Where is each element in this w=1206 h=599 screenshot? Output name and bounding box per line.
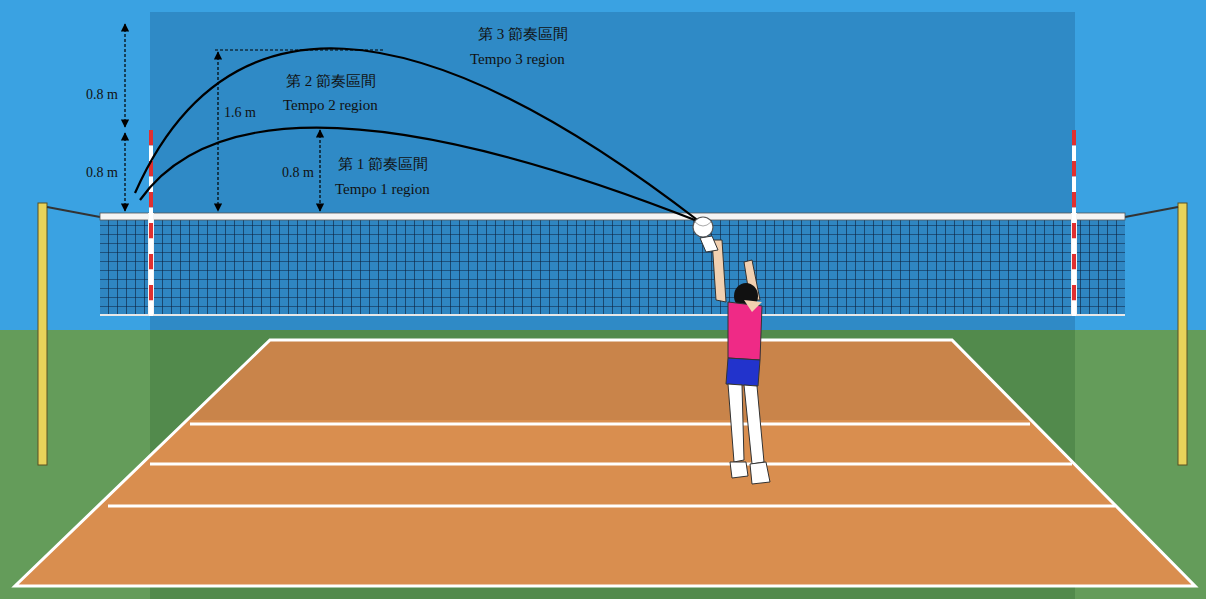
- player: [700, 236, 770, 484]
- antenna-stripe: [149, 208, 153, 224]
- antenna-stripe: [1072, 254, 1076, 270]
- region-label: Tempo 2 region: [283, 96, 378, 114]
- antenna-stripe: [1072, 161, 1076, 177]
- region-label: 第 3 節奏區間: [478, 25, 568, 43]
- antenna-stripe: [1072, 223, 1076, 239]
- antenna-stripe: [149, 254, 153, 270]
- peak-line: [215, 50, 385, 51]
- tempo-3-trajectory: [135, 48, 700, 222]
- net-cable: [1125, 207, 1178, 217]
- ball: [693, 217, 713, 237]
- antenna-stripe: [1072, 239, 1076, 255]
- sky: [0, 0, 1206, 330]
- side-band: [1071, 213, 1077, 315]
- antenna-stripe: [1072, 192, 1076, 208]
- net-band: [100, 213, 1125, 220]
- court-lines: [15, 340, 1195, 586]
- antenna-stripe: [1072, 301, 1076, 317]
- region-label: 第 2 節奏區間: [286, 72, 376, 90]
- net-post: [1178, 203, 1187, 465]
- net-post: [38, 203, 47, 465]
- ball-seam: [695, 222, 711, 226]
- antenna-stripe: [1072, 285, 1076, 301]
- antenna-stripe: [1072, 208, 1076, 224]
- dimension-label: 1.6 m: [224, 104, 256, 122]
- antenna-stripe: [149, 285, 153, 301]
- dimension-label: 0.8 m: [282, 164, 314, 182]
- antenna-stripe: [1072, 177, 1076, 193]
- antenna-stripe: [149, 192, 153, 208]
- antenna-stripe: [149, 130, 153, 146]
- net-mesh: [100, 220, 1125, 315]
- floor: [0, 330, 1206, 599]
- dimension-arrows: [125, 24, 320, 211]
- dimension-label: 0.8 m: [86, 164, 118, 182]
- region-label: Tempo 1 region: [335, 180, 430, 198]
- antenna-stripe: [149, 223, 153, 239]
- tempo-2-trajectory: [140, 128, 700, 222]
- antenna-stripe: [149, 239, 153, 255]
- antenna-stripe: [1072, 146, 1076, 162]
- antenna-stripe: [149, 301, 153, 317]
- region-label: Tempo 3 region: [470, 50, 565, 68]
- net-cable: [47, 207, 100, 217]
- court-front-zone: [190, 340, 1030, 420]
- antenna-stripe: [1072, 130, 1076, 146]
- antenna-stripe: [1072, 270, 1076, 286]
- net-bottom: [100, 314, 1125, 316]
- region-label: 第 1 節奏區間: [338, 155, 428, 173]
- antenna-stripe: [149, 270, 153, 286]
- court: [15, 340, 1195, 586]
- dimension-label: 0.8 m: [86, 86, 118, 104]
- side-band: [148, 213, 154, 315]
